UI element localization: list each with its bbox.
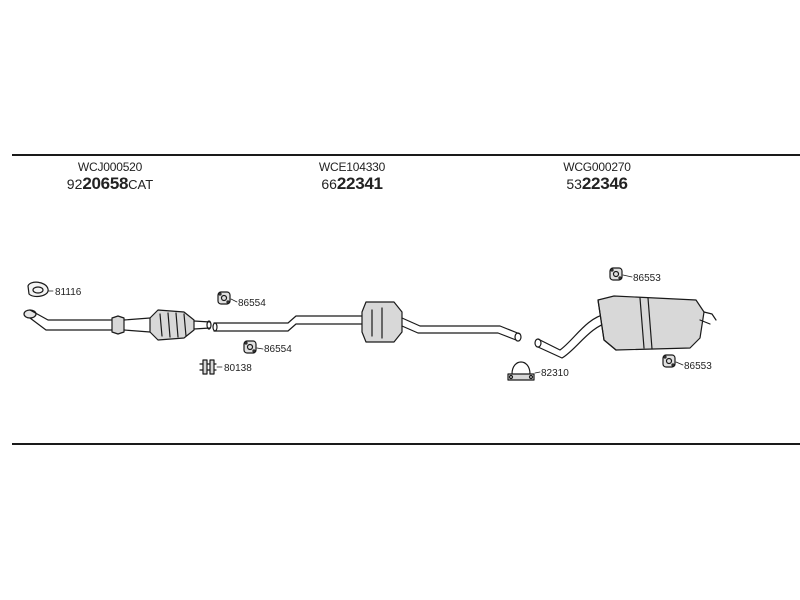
part-label-clamp: 80138 (224, 363, 252, 374)
kit-code: WCE104330 (318, 160, 386, 174)
part-label-hanger: 86554 (264, 344, 292, 355)
rubber-hanger-icon[interactable] (217, 291, 231, 305)
part-label-clamp: 82310 (541, 368, 569, 379)
kit-number-main: 22341 (336, 174, 383, 193)
top-divider (12, 154, 800, 156)
middle-pipe-with-silencer[interactable] (212, 301, 522, 343)
rubber-hanger-icon[interactable] (609, 267, 623, 281)
part-label-hanger: 86554 (238, 298, 266, 309)
kit-number-main: 22346 (581, 174, 628, 193)
kit-number: 5322346 (563, 175, 631, 194)
rubber-hanger-icon[interactable] (662, 354, 676, 368)
kit-number-suffix: CAT (128, 177, 154, 192)
part-label-hanger: 86553 (684, 361, 712, 372)
rubber-hanger-icon[interactable] (243, 340, 257, 354)
gasket-icon[interactable] (27, 281, 49, 298)
kit-front-section: WCJ000520 9220658CAT (67, 160, 153, 194)
clamp-icon[interactable] (199, 359, 217, 375)
kit-code: WCJ000520 (77, 160, 143, 174)
rear-pipe-with-muffler[interactable] (534, 295, 717, 359)
front-pipe-with-catalyst[interactable] (23, 309, 212, 341)
kit-number-prefix: 92 (66, 176, 83, 192)
u-clamp-icon[interactable] (507, 361, 535, 381)
kit-number-prefix: 66 (321, 176, 337, 192)
kit-code: WCG000270 (563, 160, 631, 174)
kit-number: 6622341 (319, 175, 385, 194)
kit-middle-section: WCE104330 6622341 (319, 160, 385, 194)
kit-number: 9220658CAT (67, 175, 153, 194)
part-label-gasket: 81116 (55, 287, 82, 298)
bottom-divider (12, 443, 800, 445)
kit-number-prefix: 53 (566, 176, 582, 192)
kit-rear-section: WCG000270 5322346 (563, 160, 631, 194)
kit-number-main: 20658 (82, 174, 129, 193)
part-label-hanger: 86553 (633, 273, 661, 284)
